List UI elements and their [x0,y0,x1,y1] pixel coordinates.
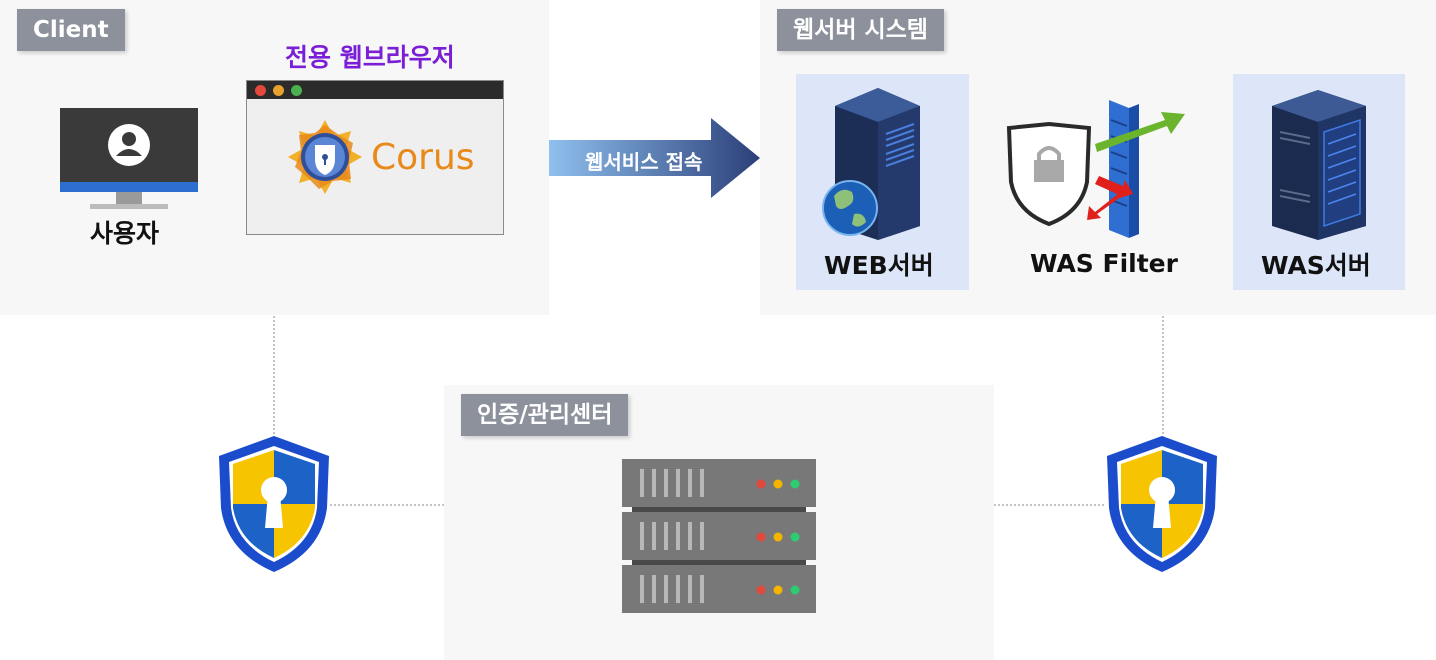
browser-title: 전용 웹브라우저 [285,43,455,72]
browser-window: Corus [246,80,504,235]
was-server-label: WAS서버 [1261,251,1371,280]
browser-titlebar [247,81,503,99]
auth-center-tag: 인증/관리센터 [461,394,629,436]
client-security-shield-icon [219,436,329,572]
web-server-label: WEB서버 [824,251,934,280]
web-service-arrow-label: 웹서비스 접속 [585,150,703,174]
web-server-icon [822,88,920,240]
client-tag: Client [17,9,125,51]
corus-logo-icon [288,120,362,194]
was-server-icon [1272,90,1366,240]
user-monitor-icon [60,108,198,209]
web-system-tag: 웹서버 시스템 [777,9,944,51]
was-filter-label: WAS Filter [1030,249,1178,278]
server-security-shield-icon [1107,436,1217,572]
browser-close-dot[interactable] [255,85,266,96]
auth-server-rack-icon [622,459,816,613]
corus-logo-text: Corus [371,137,475,178]
browser-maximize-dot[interactable] [291,85,302,96]
browser-minimize-dot[interactable] [273,85,284,96]
web-service-arrow [549,118,760,198]
was-filter-icon [1006,100,1185,238]
user-label: 사용자 [90,219,160,248]
